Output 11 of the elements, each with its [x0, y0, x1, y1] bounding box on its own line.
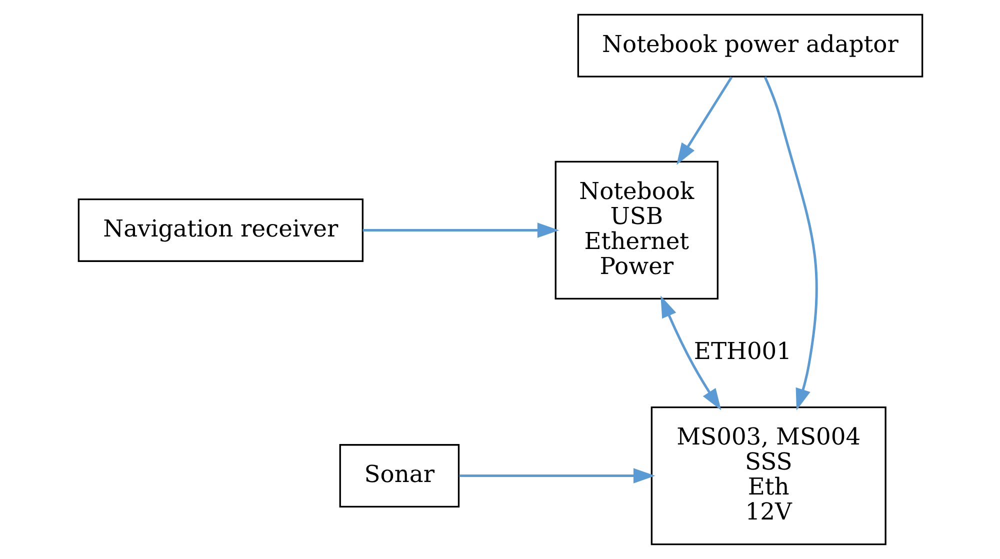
arrow: [458, 468, 655, 484]
node-box: Navigation receiver: [77, 198, 364, 262]
edge-label: ETH001: [693, 337, 792, 366]
arrow: [362, 222, 559, 238]
node-box: MS003, MS004 SSS Eth 12V: [650, 406, 886, 546]
arrow: [660, 296, 721, 410]
arrow: [763, 76, 818, 410]
node-box: Notebook power adaptor: [576, 14, 923, 78]
arrow: [676, 76, 732, 165]
node-box: Sonar: [338, 444, 460, 508]
node-box: Notebook USB Ethernet Power: [554, 160, 718, 300]
